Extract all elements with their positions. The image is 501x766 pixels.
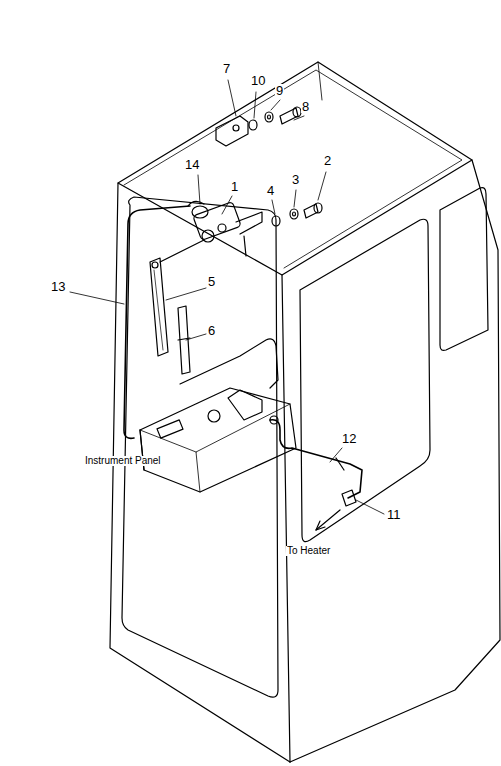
callout-number: 14	[184, 158, 200, 171]
callout-number: 1	[230, 180, 239, 193]
callout-number: 5	[207, 275, 216, 288]
callout-number: 10	[250, 74, 266, 87]
callout-number: 2	[323, 154, 332, 167]
callout-number: 3	[291, 173, 300, 186]
callout-number: 7	[222, 62, 231, 75]
callout-number: 4	[266, 184, 275, 197]
callout-number: 13	[50, 280, 66, 293]
callout-number: 8	[301, 100, 310, 113]
part-label: Instrument Panel	[84, 456, 162, 466]
direction-note: To Heater	[286, 546, 331, 556]
callout-number: 6	[207, 324, 216, 337]
callout-number: 11	[386, 508, 402, 521]
callout-number: 12	[341, 432, 357, 445]
callout-number: 9	[275, 84, 284, 97]
